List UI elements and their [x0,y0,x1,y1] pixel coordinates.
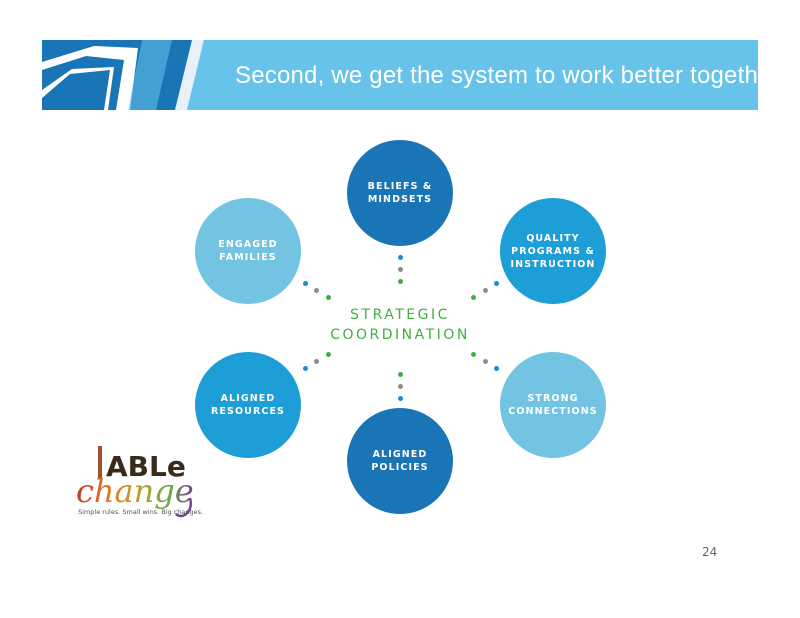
node-label-line: RESOURCES [211,406,285,417]
page-number: 24 [702,545,718,559]
center-label-strategic-coordination: STRATEGIC COORDINATION [300,305,500,345]
node-beliefs-mindsets: BELIEFS & MINDSETS [347,140,453,246]
connector-dot [303,366,308,371]
connector-dot [398,396,403,401]
node-label-line: POLICIES [371,462,429,473]
connector-dot [398,372,403,377]
able-change-logo: ABLe change Simple rules. Small wins. Bi… [76,446,203,518]
logo-tagline: Simple rules. Small wins. Big changes. [78,508,203,516]
connector-dot [398,267,403,272]
node-quality-programs: QUALITY PROGRAMS & INSTRUCTION [500,198,606,304]
connector-dot [483,359,488,364]
logo-word-able: ABLe [106,450,186,483]
center-label-line: STRATEGIC [350,307,450,323]
node-label-line: QUALITY [526,232,580,244]
node-label-line: INSTRUCTION [510,258,596,270]
node-strong-connections: STRONG CONNECTIONS [500,352,606,458]
node-label-line: STRONG [527,393,579,404]
node-label-line: ENGAGED [218,239,278,250]
connector-dot [398,279,403,284]
center-label-line: COORDINATION [330,327,470,343]
node-label-line: CONNECTIONS [508,406,598,417]
node-label-line: ALIGNED [372,449,428,460]
node-aligned-resources: ALIGNED RESOURCES [195,352,301,458]
node-label-line: FAMILIES [219,252,277,263]
node-engaged-families: ENGAGED FAMILIES [195,198,301,304]
title-banner: Second, we get the system to work better… [42,40,780,110]
node-aligned-policies: ALIGNED POLICIES [347,408,453,514]
connector-dot [398,384,403,389]
node-label-line: BELIEFS & [367,181,433,192]
logo-word-change: change [76,472,194,510]
slide-title: Second, we get the system to work better… [235,62,780,89]
connector-dot [326,295,331,300]
connector-dot [314,288,319,293]
node-label-line: PROGRAMS & [511,245,595,257]
connector-dot [471,295,476,300]
node-label-line: MINDSETS [367,194,433,205]
connector-dot [398,255,403,260]
connector-dot [471,352,476,357]
connector-dot [483,288,488,293]
connector-dot [494,366,499,371]
connector-dot [314,359,319,364]
banner-swoosh-icon [42,40,204,110]
node-label-line: ALIGNED [220,393,276,404]
connector-dot [303,281,308,286]
connector-dot [494,281,499,286]
connector-dot [326,352,331,357]
